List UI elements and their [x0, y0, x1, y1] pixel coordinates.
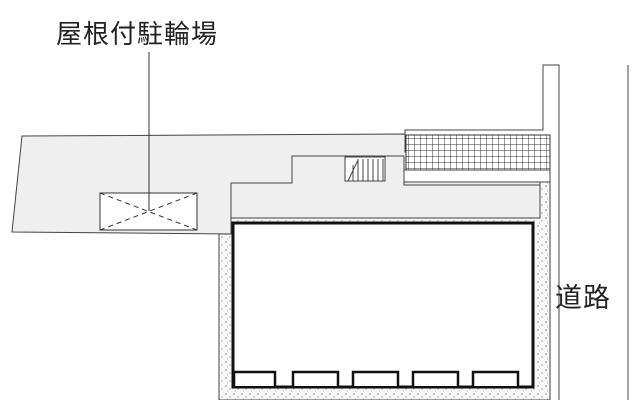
- bicycle-parking-label: 屋根付駐輪場: [56, 20, 219, 50]
- road-label: 道路: [555, 283, 611, 314]
- stall-bumper-2: [291, 370, 340, 386]
- parking-stalls: [232, 370, 520, 386]
- building-interior: [231, 221, 535, 389]
- hedge-edge: [403, 169, 551, 183]
- hedge-icon: [405, 134, 551, 171]
- building-outline: [230, 155, 540, 218]
- stall-bumper-1: [232, 370, 277, 386]
- stairs-icon: [344, 156, 386, 182]
- stall-bumper-5: [471, 370, 520, 386]
- stall-bumper-4: [411, 370, 460, 386]
- neighbor-outline: [404, 64, 560, 136]
- stall-bumper-3: [351, 370, 400, 386]
